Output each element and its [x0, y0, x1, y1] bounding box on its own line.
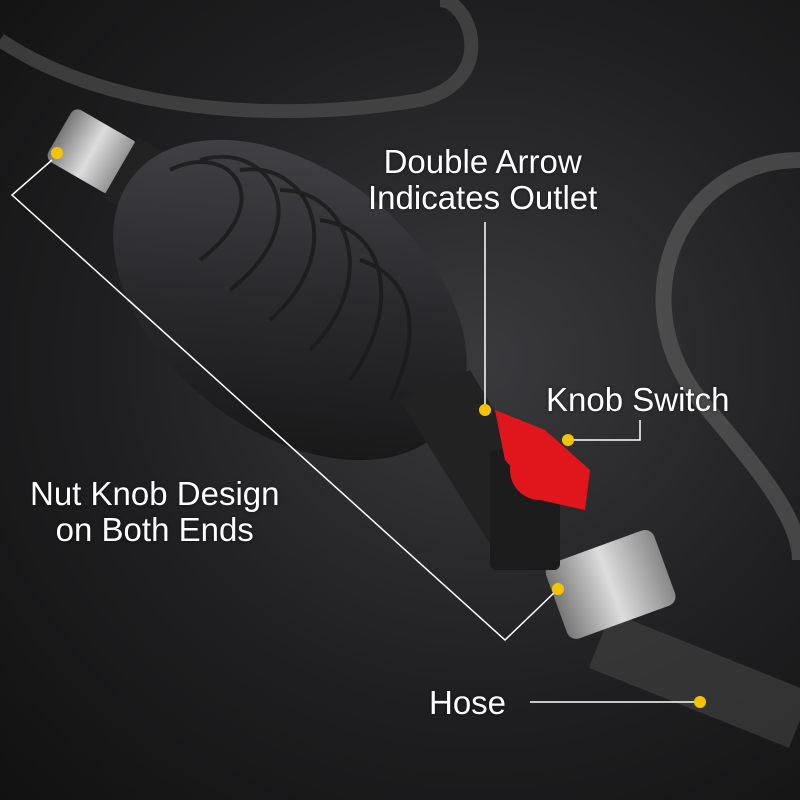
- hose-top: [0, 0, 479, 119]
- red-knob: [495, 410, 590, 510]
- callout-dots: [51, 147, 706, 708]
- double-arrow-label: Double Arrow Indicates Outlet: [368, 143, 598, 216]
- nut-knob-label: Nut Knob Design on Both Ends: [30, 475, 280, 548]
- hose-label: Hose: [429, 684, 507, 721]
- hose-bottom: [588, 612, 800, 748]
- hose-right: [655, 152, 800, 561]
- knob-switch-label: Knob Switch: [546, 381, 730, 418]
- right-nut: [545, 530, 676, 639]
- callout-lines: [10, 159, 700, 703]
